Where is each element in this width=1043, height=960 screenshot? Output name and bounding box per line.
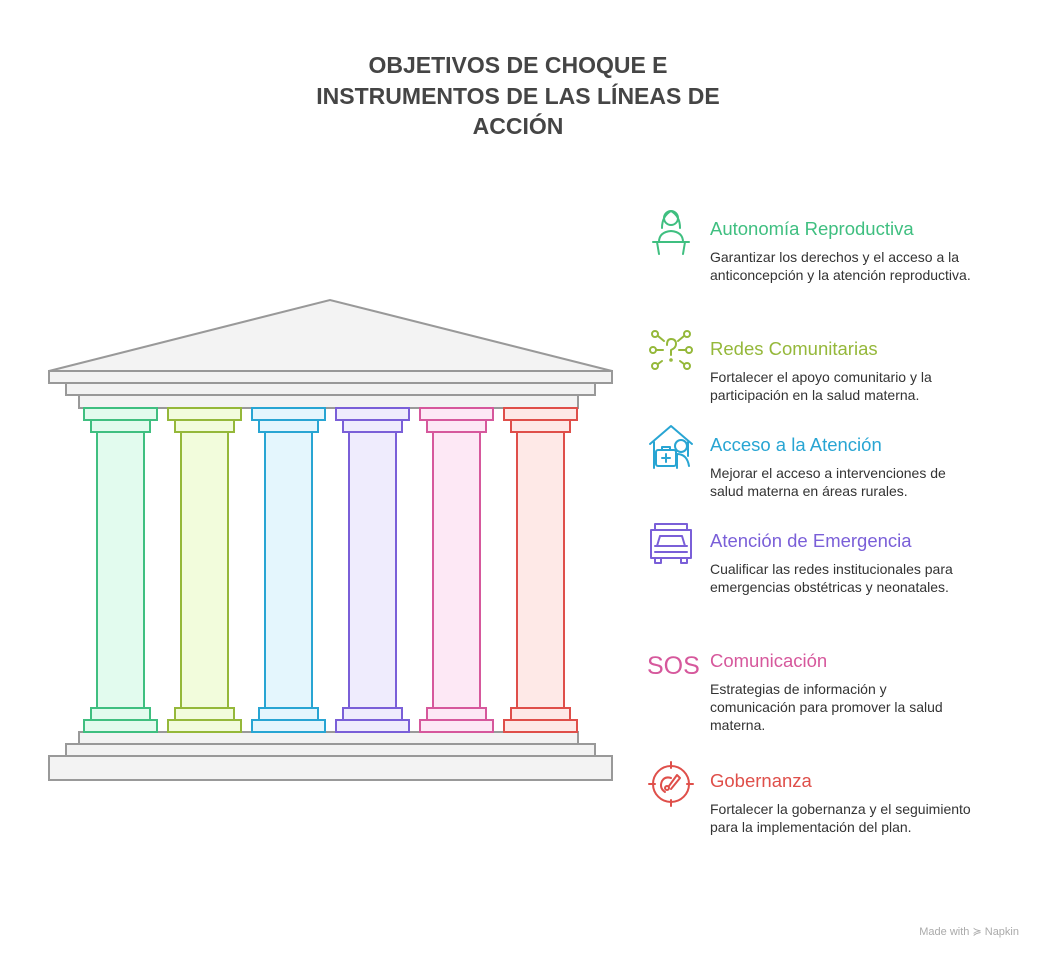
- column-block: [258, 419, 319, 433]
- column-shaft: [180, 431, 229, 709]
- column-block: [335, 719, 410, 733]
- temple-roof: [48, 298, 613, 372]
- item-title: Autonomía Reproductiva: [710, 218, 914, 239]
- roof-slab: [65, 382, 596, 396]
- column-block: [174, 707, 235, 721]
- item-description: Fortalecer la gobernanza y el seguimient…: [710, 801, 971, 835]
- ambulance-icon: [650, 523, 692, 564]
- napkin-logo-icon: ≽: [972, 926, 982, 938]
- column-block: [510, 419, 571, 433]
- target-gauge-icon: [648, 761, 694, 807]
- house-medical-icon: [649, 425, 693, 469]
- column-block: [342, 707, 403, 721]
- column-shaft: [516, 431, 565, 709]
- item-title: Acceso a la Atención: [710, 434, 882, 455]
- made-with-napkin: Made with ≽ Napkin: [919, 925, 1019, 938]
- temple-diagram: [48, 298, 613, 781]
- column-shaft: [432, 431, 481, 709]
- title-line: INSTRUMENTOS DE LAS LÍNEAS DE: [316, 82, 720, 109]
- base-step: [48, 755, 613, 781]
- item-title: Redes Comunitarias: [710, 338, 878, 359]
- item-title: Gobernanza: [710, 770, 812, 791]
- network-question-icon: [649, 330, 693, 370]
- sos-icon: SOS: [647, 652, 700, 680]
- column-block: [83, 719, 158, 733]
- column-block: [90, 419, 151, 433]
- item-description: Mejorar el acceso a intervenciones de sa…: [710, 465, 946, 499]
- item-description: Estrategias de información y comunicació…: [710, 681, 943, 733]
- column-6: [503, 407, 578, 733]
- column-block: [83, 407, 158, 421]
- column-2: [167, 407, 242, 733]
- item-description: Garantizar los derechos y el acceso a la…: [710, 249, 971, 283]
- column-shaft: [96, 431, 145, 709]
- column-block: [510, 707, 571, 721]
- roof-slab: [48, 370, 613, 384]
- column-block: [342, 419, 403, 433]
- page-title: OBJETIVOS DE CHOQUE E INSTRUMENTOS DE LA…: [268, 50, 768, 142]
- column-block: [503, 407, 578, 421]
- title-line: OBJETIVOS DE CHOQUE E: [368, 52, 668, 78]
- column-block: [503, 719, 578, 733]
- item-title: Comunicación: [710, 650, 828, 671]
- column-5: [419, 407, 494, 733]
- column-block: [167, 407, 242, 421]
- column-block: [426, 707, 487, 721]
- base-step: [65, 743, 596, 757]
- column-shaft: [348, 431, 397, 709]
- column-block: [251, 719, 326, 733]
- column-4: [335, 407, 410, 733]
- column-block: [419, 407, 494, 421]
- column-shaft: [264, 431, 313, 709]
- person-at-podium-icon: [652, 210, 690, 255]
- column-block: [90, 707, 151, 721]
- item-title: Atención de Emergencia: [710, 530, 912, 551]
- column-block: [426, 419, 487, 433]
- roof-slab: [78, 394, 579, 409]
- footer-brand: Napkin: [984, 926, 1019, 938]
- title-line: ACCIÓN: [472, 113, 564, 139]
- column-1: [83, 407, 158, 733]
- column-block: [174, 419, 235, 433]
- column-3: [251, 407, 326, 733]
- column-block: [335, 407, 410, 421]
- item-description: Fortalecer el apoyo comunitario y la par…: [710, 369, 932, 403]
- column-block: [419, 719, 494, 733]
- column-block: [258, 707, 319, 721]
- footer-text: Made with: [919, 926, 970, 938]
- column-block: [167, 719, 242, 733]
- base-step: [78, 731, 579, 745]
- column-block: [251, 407, 326, 421]
- item-description: Cualificar las redes institucionales par…: [710, 561, 953, 595]
